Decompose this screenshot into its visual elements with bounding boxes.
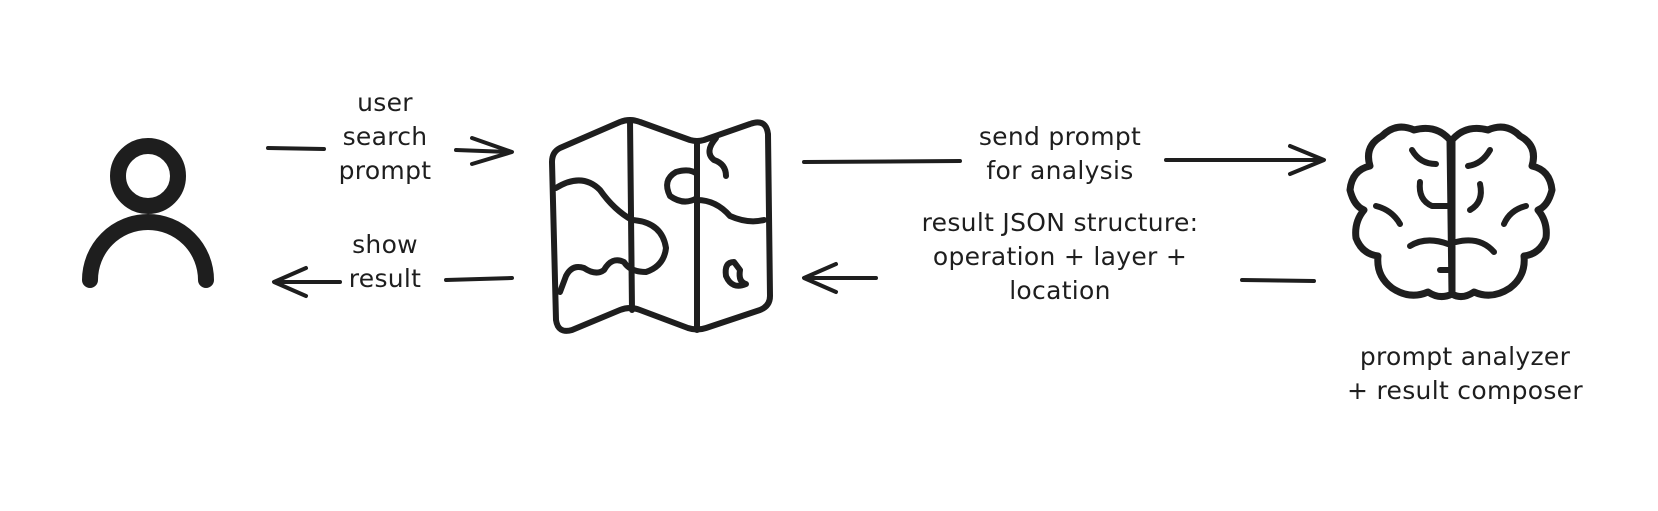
arrow-map-to-user: [272, 266, 514, 298]
label-user-search-prompt: user search prompt: [300, 86, 470, 188]
label-line: user: [357, 88, 413, 117]
label-line: prompt: [338, 156, 432, 185]
label-line: for analysis: [986, 156, 1134, 185]
label-line: result JSON structure:: [921, 208, 1199, 237]
arrow-brain-to-map: [802, 262, 1316, 294]
label-line: operation + layer +: [932, 242, 1188, 271]
user-icon: [82, 138, 214, 288]
label-result-json: result JSON structure: operation + layer…: [860, 206, 1260, 308]
label-show-result: show result: [300, 228, 470, 296]
map-icon: [549, 117, 773, 334]
label-brain-caption: prompt analyzer + result composer: [1300, 340, 1630, 408]
label-line: prompt analyzer: [1359, 342, 1571, 371]
label-line: search: [342, 122, 428, 151]
label-line: show: [352, 230, 418, 259]
label-line: send prompt: [978, 122, 1142, 151]
label-line: location: [1009, 276, 1111, 305]
arrow-map-to-brain: [802, 144, 1326, 176]
arrow-user-to-map: [266, 136, 514, 166]
label-line: + result composer: [1347, 376, 1583, 405]
label-send-prompt: send prompt for analysis: [930, 120, 1190, 188]
label-line: result: [348, 264, 422, 293]
brain-icon: [1346, 123, 1556, 301]
